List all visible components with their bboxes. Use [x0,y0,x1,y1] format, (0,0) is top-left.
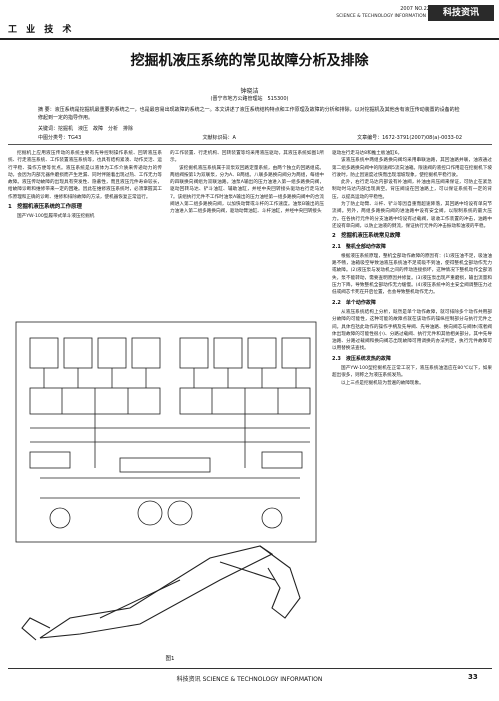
document-code: 文献标识码：A [202,135,236,141]
excavator-arm-drawing [21,545,301,641]
journal-badge: 科技资讯 [428,5,494,21]
keywords: 关键词：挖掘机 液压 故障 分析 排除 [38,126,134,132]
section-2-2-paragraph: 从液压系统结构上分析，既然是单个动作故障，就可排除多个动作共用部分故障的可能性，… [332,309,492,352]
pump-a [137,500,163,526]
abstract-separator [8,144,492,145]
travel-motor-left [49,507,71,529]
section-2-heading: 2 挖掘机液压系统常见故障 [332,233,401,240]
intro-paragraph: 挖掘机上应用液压传动的系统主要有先导控制操作系统、回转液压系统、行走液压系统、工… [8,151,162,200]
section-1-paragraph: 国产YW-100型履带式单斗液压挖掘机 [17,214,95,220]
closing-paragraph: 以上三点是挖掘机较为普遍的故障现象。 [341,380,424,386]
section-2-1-paragraph: 根据液压系统原理，整机全部动作故障的原因有：(1)液压油不足，吸油油路不畅，油箱… [332,253,492,296]
footer-rule [8,668,492,669]
column-3-paragraph-4: 为了防止动臂、斗杆、铲斗等因自重而超速降落，其回路中均设有单向节流阀。另外，两组… [332,202,492,229]
classification-line: 中图分类号：TG43 文献标识码：A 文章编号：1672-3791(2007)0… [38,134,462,141]
footer-journal: 科技资讯 SCIENCE & TECHNOLOGY INFORMATION [176,676,323,683]
author-affiliation: (晋宁市地方公路管理站 515300) [210,96,289,102]
issue-number: 2007 NO.22 [400,6,430,12]
column-1: 挖掘机上应用液压传动的系统主要有先导控制操作系统、回转液压系统、行走液压系统、工… [8,150,162,314]
relief-valve-block [29,451,71,469]
valve-bank-upper [29,337,311,369]
section-2-1-heading: 2.1 整机全部动作故障 [332,243,386,250]
section-2-3-heading: 2.3 液压系统发热的故障 [332,355,391,362]
article-title: 挖掘机液压系统的常见故障分析及排除 [130,53,369,69]
column-3: 驱动左行走马达8和推土板油缸6。 该液压系统中两组多路换向阀均采用串联油路，其回… [332,150,492,656]
column-3-paragraph-3: 此外，右行走马达内部设有补油阀，补油由背压阀来保证，可防止在紧急制动时马达内部出… [332,180,492,200]
hydraulic-schematic-figure [15,321,317,641]
clc-number: 中图分类号：TG43 [38,135,82,141]
pipe-network [30,368,310,499]
article-number: 文章编号：1672-3791(2007)08(a)-0033-02 [357,135,462,141]
column-2: 的工作装置、行走机构、回转装置等均采用液压驱动，其液压系统如图1所示。 该挖掘机… [170,150,324,314]
limit-speed-valve [261,451,303,469]
header-rule [0,38,499,40]
schematic-frame [15,321,317,543]
travel-motor-right [261,507,283,529]
column-3-paragraph-2: 该液压系统中两组多路换向阀均采用串联油路，其回油路并联，油液通过第二组多路换向阀… [332,158,492,178]
valve-bank-lower [29,387,311,415]
central-swivel-joint [119,457,211,473]
section-1-heading: 1 挖掘机液压系统的工作原理 [8,204,82,211]
figure-caption: 图1 [165,656,175,662]
pump-b [167,500,193,526]
section-2-3-paragraph: 国产YW-100型挖掘机在正常工况下，液压系统油温应在80℃以下，如果超出很多，… [332,366,492,379]
column-2-paragraph-1: 的工作装置、行走机构、回转装置等均采用液压驱动，其液压系统如图1所示。 [170,151,324,164]
section-label: 工 业 技 术 [8,25,75,35]
journal-name-en: SCIENCE & TECHNOLOGY INFORMATION [336,14,426,19]
column-2-paragraph-2: 该挖掘机液压系统属于双泵双回路定量系统，由两个独立的回路组成。两组阀按第1为双联… [170,165,324,215]
abstract: 摘 要：液压系统是挖掘机最重要的系统之一，也是最容易出现故障的系统之一。本文讲述… [38,107,460,121]
section-2-2-heading: 2.2 单个动作故障 [332,299,376,306]
author-name: 钟晓洁 [240,88,259,95]
column-3-paragraph-1: 驱动左行走马达8和推土板油缸6。 [332,151,403,156]
page-number: 33 [468,673,478,681]
